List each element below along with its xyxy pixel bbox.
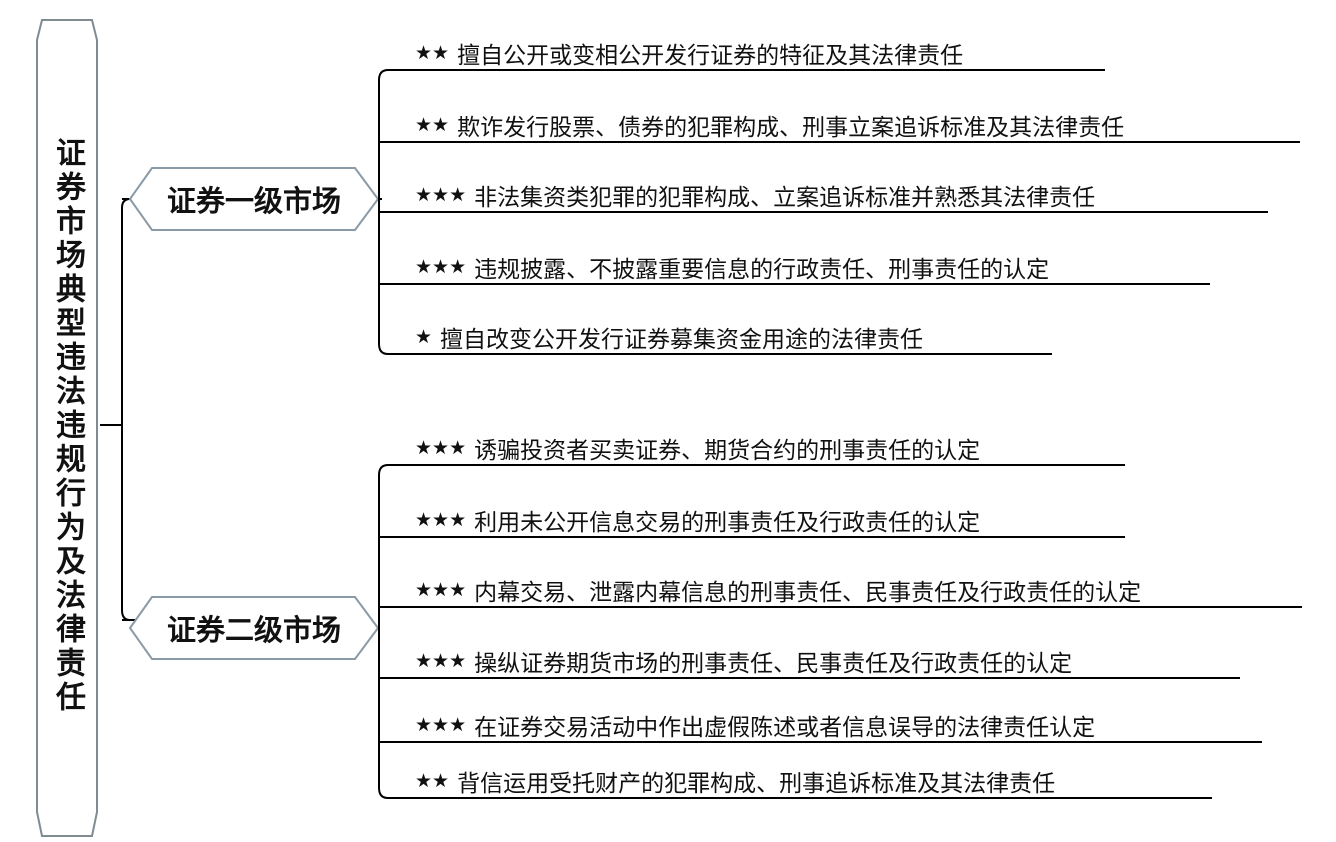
- star-rating: ★★: [415, 42, 450, 64]
- branch-node-frame-primary: [128, 167, 380, 231]
- star-rating: ★★: [415, 770, 450, 792]
- star-rating: ★: [415, 326, 433, 348]
- leaf-item: ★★★ 利用未公开信息交易的刑事责任及行政责任的认定: [415, 504, 980, 536]
- branch-connectors-primary: [378, 69, 1300, 355]
- leaf-text: 擅自改变公开发行证券募集资金用途的法律责任: [440, 327, 924, 353]
- star-rating: ★★★: [415, 650, 467, 672]
- root-node-frame: [36, 19, 98, 837]
- root-node-title: 证券市场典型违法违规行为及法律责任: [50, 137, 85, 715]
- star-rating: ★★★: [415, 256, 467, 278]
- leaf-item: ★★★ 内幕交易、泄露内幕信息的刑事责任、民事责任及行政责任的认定: [415, 574, 1141, 606]
- star-rating: ★★★: [415, 437, 467, 459]
- leaf-text: 操纵证券期货市场的刑事责任、民事责任及行政责任的认定: [474, 651, 1073, 677]
- star-rating: ★★★: [415, 509, 467, 531]
- leaf-text: 欺诈发行股票、债券的犯罪构成、刑事立案追诉标准及其法律责任: [457, 115, 1125, 141]
- leaf-item: ★★★ 操纵证券期货市场的刑事责任、民事责任及行政责任的认定: [415, 645, 1072, 677]
- leaf-text: 诱骗投资者买卖证券、期货合约的刑事责任的认定: [474, 438, 981, 464]
- leaf-text: 在证券交易活动中作出虚假陈述或者信息误导的法律责任认定: [474, 715, 1096, 741]
- leaf-item: ★★ 擅自公开或变相公开发行证券的特征及其法律责任: [415, 37, 963, 69]
- branch-primary-market: 证券一级市场: [166, 184, 341, 218]
- leaf-text: 非法集资类犯罪的犯罪构成、立案追诉标准并熟悉其法律责任: [474, 185, 1096, 211]
- leaf-item: ★★★ 诱骗投资者买卖证券、期货合约的刑事责任的认定: [415, 432, 980, 464]
- leaf-text: 背信运用受托财产的犯罪构成、刑事追诉标准及其法律责任: [457, 771, 1056, 797]
- star-rating: ★★★: [415, 714, 467, 736]
- leaf-item: ★★★ 违规披露、不披露重要信息的行政责任、刑事责任的认定: [415, 251, 1049, 283]
- branch-connectors-secondary: [378, 464, 1302, 799]
- leaf-item: ★★ 背信运用受托财产的犯罪构成、刑事追诉标准及其法律责任: [415, 765, 1055, 797]
- star-rating: ★★★: [415, 184, 467, 206]
- star-rating: ★★★: [415, 579, 467, 601]
- leaf-text: 利用未公开信息交易的刑事责任及行政责任的认定: [474, 510, 981, 536]
- leaf-item: ★ 擅自改变公开发行证券募集资金用途的法律责任: [415, 321, 923, 353]
- root-bracket: [100, 198, 138, 621]
- branch-node-frame-secondary: [128, 596, 380, 660]
- branch-secondary-market: 证券二级市场: [166, 613, 341, 647]
- leaf-text: 违规披露、不披露重要信息的行政责任、刑事责任的认定: [474, 257, 1050, 283]
- star-rating: ★★: [415, 114, 450, 136]
- leaf-text: 内幕交易、泄露内幕信息的刑事责任、民事责任及行政责任的认定: [474, 580, 1142, 606]
- leaf-item: ★★ 欺诈发行股票、债券的犯罪构成、刑事立案追诉标准及其法律责任: [415, 109, 1124, 141]
- leaf-item: ★★★ 在证券交易活动中作出虚假陈述或者信息误导的法律责任认定: [415, 709, 1095, 741]
- leaf-text: 擅自公开或变相公开发行证券的特征及其法律责任: [457, 43, 964, 69]
- leaf-item: ★★★ 非法集资类犯罪的犯罪构成、立案追诉标准并熟悉其法律责任: [415, 179, 1095, 211]
